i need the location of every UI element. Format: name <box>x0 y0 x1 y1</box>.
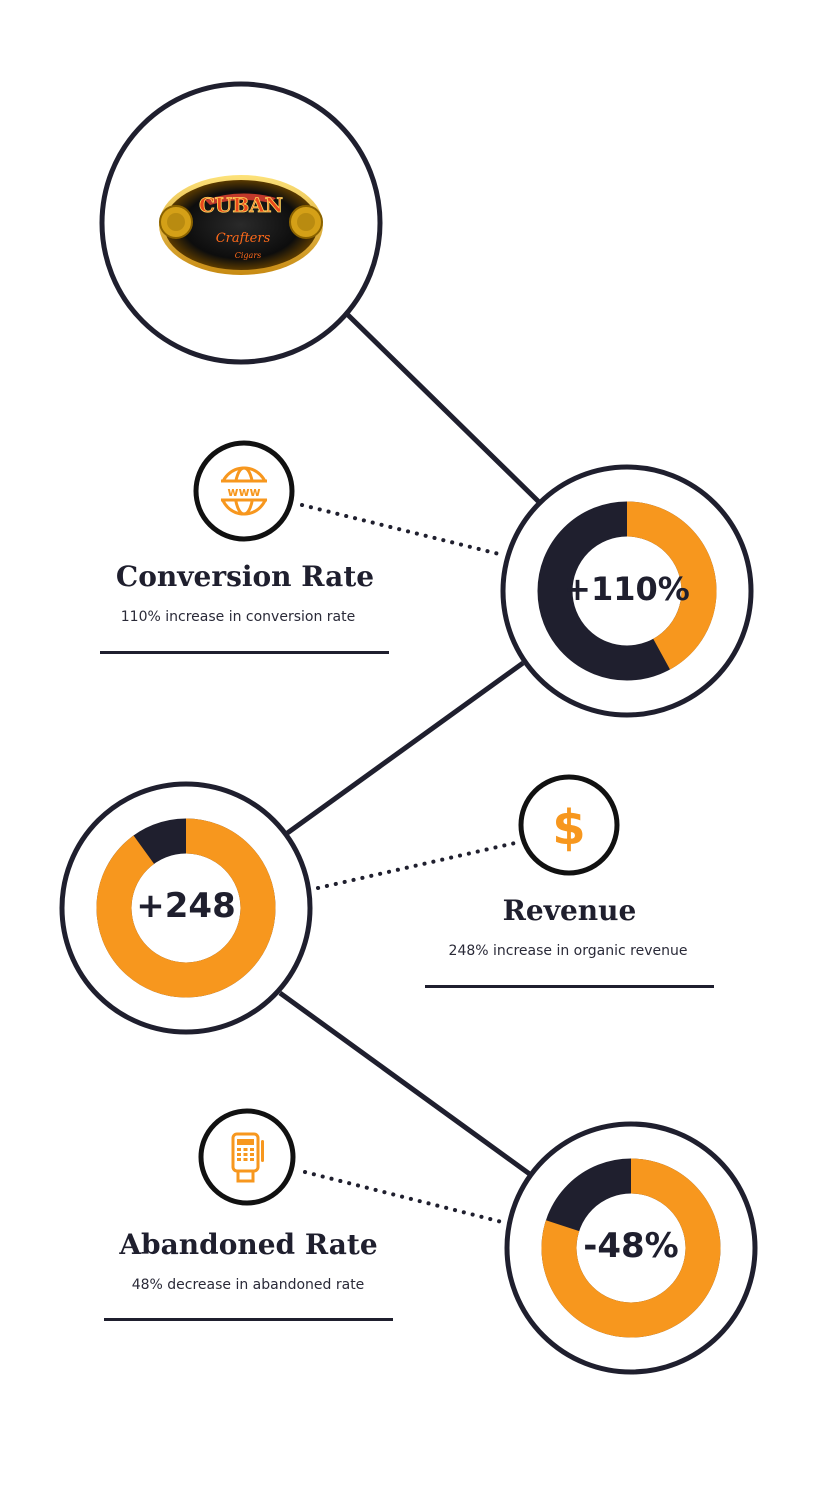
revenue-divider <box>425 985 714 988</box>
logo-brand-text: CUBAN <box>199 193 283 217</box>
card-terminal-icon-badge <box>198 1108 296 1206</box>
donut-conversion-accent-arc <box>537 501 717 681</box>
revenue-description: 248% increase in organic revenue <box>448 943 688 959</box>
dotted-leader-revenue <box>316 841 517 890</box>
www-icon-badge: www <box>193 440 295 542</box>
abandoned-title: Abandoned Rate <box>119 1228 378 1261</box>
conversion-description: 110% increase in conversion rate <box>120 609 356 625</box>
globe-www-icon: www <box>218 466 270 516</box>
connector-revenue-to-abandoned <box>278 990 533 1178</box>
donut-abandoned-accent-arc <box>541 1158 721 1338</box>
connector-conversion-to-revenue <box>284 660 525 837</box>
brand-logo: CUBAN Crafters Cigars <box>159 175 323 275</box>
logo-sub-text: Cigars <box>235 251 262 260</box>
conversion-title: Conversion Rate <box>115 560 375 593</box>
donut-conversion-value: +110% <box>564 570 690 608</box>
donut-abandoned-ring <box>541 1158 721 1338</box>
donut-abandoned-value: -48% <box>583 1226 679 1266</box>
donut-revenue-value: +248 <box>136 886 235 926</box>
donut-conversion: +110% <box>500 464 754 718</box>
donut-revenue-accent-arc <box>96 818 276 998</box>
www-icon-text: www <box>227 485 260 499</box>
conversion-divider <box>100 651 389 654</box>
donut-revenue: +248 <box>59 781 313 1035</box>
abandoned-divider <box>104 1318 393 1321</box>
donut-abandoned: -48% <box>504 1121 758 1375</box>
dotted-leader-abandoned <box>303 1170 504 1224</box>
dollar-icon: $ <box>552 800 585 856</box>
card-terminal-icon <box>231 1132 264 1183</box>
dotted-leader-conversion <box>300 503 501 556</box>
abandoned-description: 48% decrease in abandoned rate <box>131 1277 365 1293</box>
donut-conversion-ring <box>537 501 717 681</box>
revenue-title: Revenue <box>502 894 637 927</box>
dollar-icon-badge: $ <box>518 774 620 876</box>
logo-script-text: Crafters <box>216 231 271 246</box>
donut-revenue-ring <box>96 818 276 998</box>
connector-logo-to-conversion <box>346 313 542 505</box>
